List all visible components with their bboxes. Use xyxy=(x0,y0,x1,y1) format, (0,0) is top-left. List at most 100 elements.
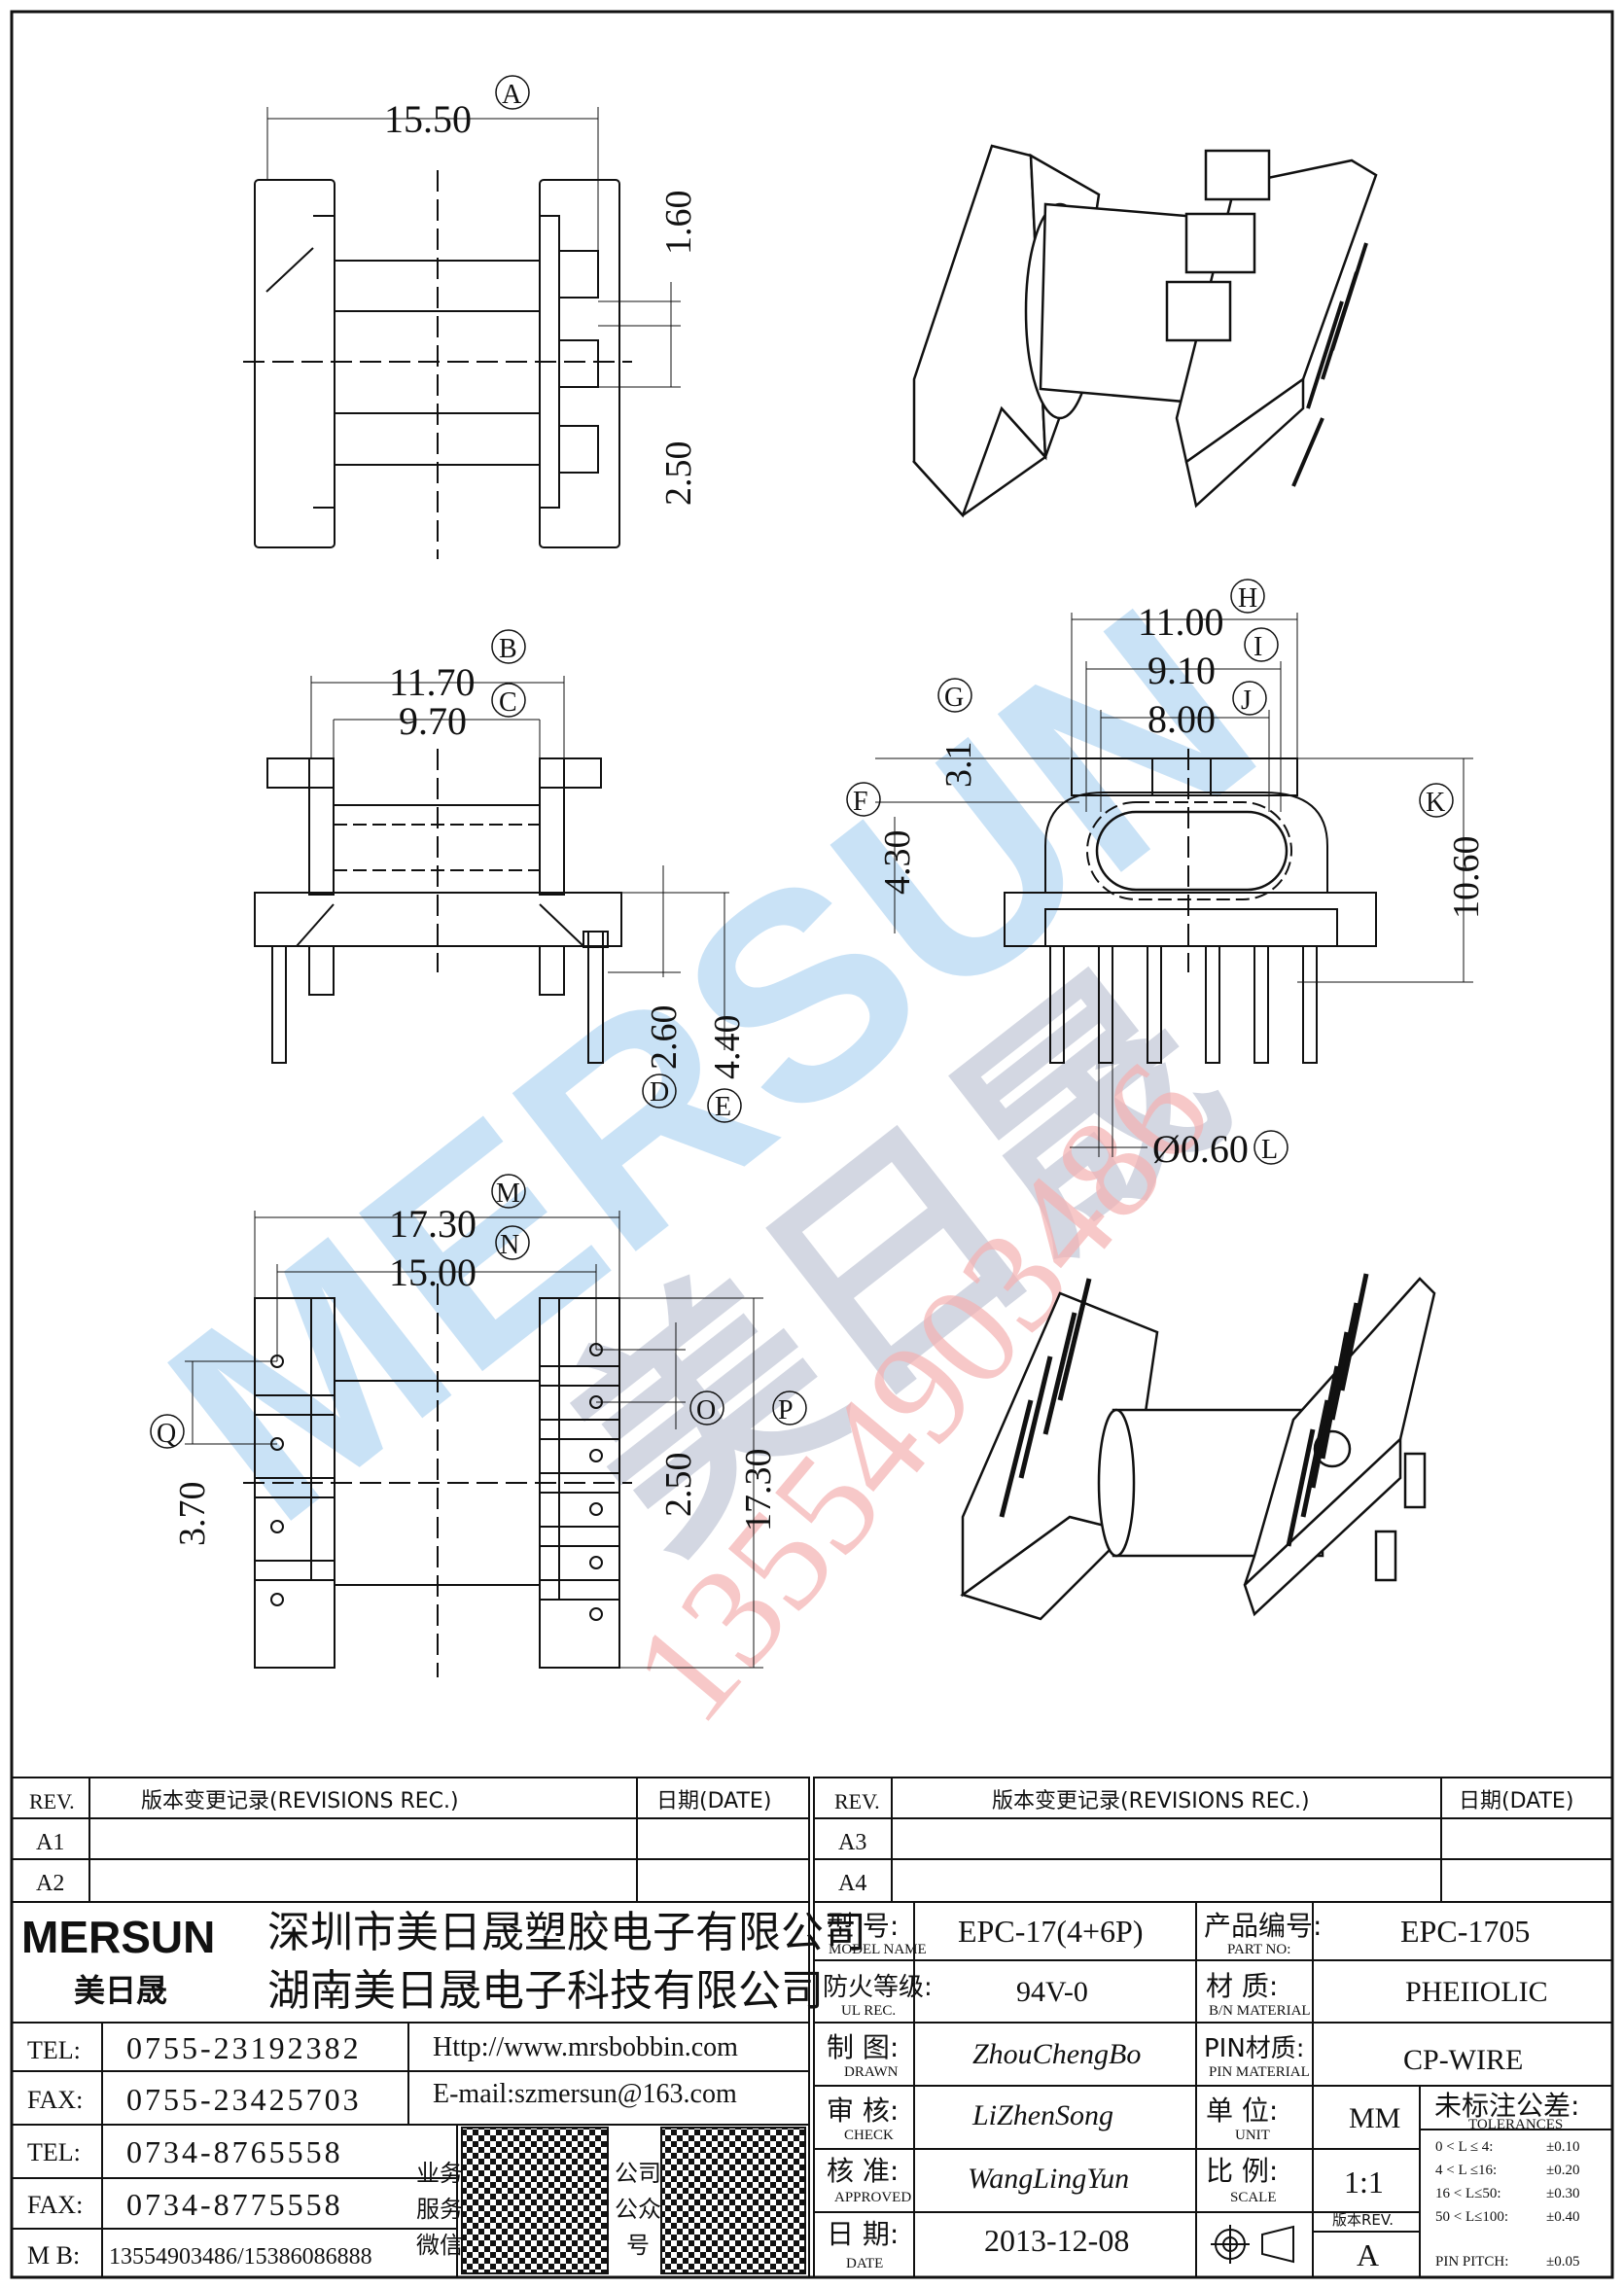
tol-range-0: 0 < L ≤ 4: xyxy=(1435,2139,1493,2155)
rev-left-header: REV. xyxy=(29,1789,75,1813)
dim-A-value: 15.50 xyxy=(384,97,472,141)
version-label: 版本REV. xyxy=(1332,2211,1394,2229)
check-value: LiZhenSong xyxy=(971,2099,1113,2131)
dim-A-label: A xyxy=(502,80,522,110)
dim-B-label: B xyxy=(499,634,517,664)
dim-Q-value: 3.70 xyxy=(172,1482,213,1547)
contact-label-2: TEL: xyxy=(27,2138,81,2166)
dim-J-value: 8.00 xyxy=(1147,697,1216,741)
qr1-label-1: 服务 xyxy=(416,2196,463,2223)
dim-N-label: N xyxy=(500,1230,519,1260)
contact-value-1: 0755-23425703 xyxy=(126,2082,362,2117)
dim-G-label: G xyxy=(944,683,964,713)
dim-C-label: C xyxy=(499,687,517,718)
website[interactable]: Http://www.mrsbobbin.com xyxy=(433,2032,738,2062)
iso-view-top xyxy=(912,144,1378,518)
qr2-label-1: 公众 xyxy=(615,2196,661,2223)
dim-L-value: Ø0.60 xyxy=(1152,1127,1249,1171)
tol-range-1: 4 < L ≤16: xyxy=(1435,2163,1497,2178)
rev-right-header: REV. xyxy=(834,1789,880,1813)
version-value: A xyxy=(1357,2237,1379,2272)
dim-Q-label: Q xyxy=(157,1419,176,1449)
unit-label: 单 位: xyxy=(1206,2094,1278,2127)
approved-value: WangLingYun xyxy=(968,2163,1129,2195)
dim-N-value: 15.00 xyxy=(389,1250,477,1294)
check-label-en: CHECK xyxy=(844,2128,894,2143)
rev-left-date-header: 日期(DATE) xyxy=(656,1789,771,1813)
company-logo-cn: 美日晟 xyxy=(74,1972,167,2009)
dim-F-label: F xyxy=(853,787,868,817)
qr2-label-0: 公司 xyxy=(615,2160,661,2187)
drawn-label: 制 图: xyxy=(827,2031,899,2063)
tol-range-3: 50 < L≤100: xyxy=(1435,2209,1508,2225)
company-name-2: 湖南美日晟电子科技有限公司 xyxy=(267,1966,824,2016)
model-label-en: MODEL NAME xyxy=(829,1942,927,1957)
tol-value-1: ±0.20 xyxy=(1546,2163,1579,2178)
official-account-qr-code[interactable] xyxy=(660,2127,806,2274)
part-no-label: 产品编号: xyxy=(1204,1910,1322,1942)
model-value: EPC-17(4+6P) xyxy=(958,1914,1144,1949)
ul-value: 94V-0 xyxy=(1016,1976,1088,2008)
date-label: 日 期: xyxy=(827,2218,899,2250)
dim-P-label: P xyxy=(778,1395,794,1426)
dim-pitch-2-50: 2.50 xyxy=(658,441,699,507)
scale-label-en: SCALE xyxy=(1230,2190,1277,2205)
scale-label: 比 例: xyxy=(1206,2155,1278,2187)
tol-range-2: 16 < L≤50: xyxy=(1435,2186,1501,2201)
front-view xyxy=(254,629,742,1123)
dim-L-label: L xyxy=(1261,1135,1278,1165)
date-value: 2013-12-08 xyxy=(984,2223,1129,2258)
contact-value-2: 0734-8765558 xyxy=(126,2134,343,2169)
scale-value: 1:1 xyxy=(1344,2165,1384,2200)
contact-label-0: TEL: xyxy=(27,2036,81,2064)
dim-M-value: 17.30 xyxy=(389,1202,477,1246)
tol-value-4: ±0.05 xyxy=(1546,2254,1579,2270)
contact-value-0: 0755-23192382 xyxy=(126,2030,362,2065)
ul-label-en: UL REC. xyxy=(841,2003,896,2019)
qr1-label-2: 微信 xyxy=(416,2232,463,2259)
rev-left-rec-header: 版本变更记录(REVISIONS REC.) xyxy=(141,1789,459,1813)
pin-material-label-en: PIN MATERIAL xyxy=(1209,2064,1310,2080)
dim-B-value: 11.70 xyxy=(389,660,476,704)
rev-right-rec-header: 版本变更记录(REVISIONS REC.) xyxy=(992,1789,1310,1813)
tolerance-label-en: TOLERANCES xyxy=(1468,2117,1563,2132)
date-label-en: DATE xyxy=(846,2256,883,2271)
model-label: 型 号: xyxy=(827,1910,899,1942)
pin-material-value: CP-WIRE xyxy=(1403,2044,1523,2076)
tol-value-3: ±0.40 xyxy=(1546,2209,1579,2225)
tol-value-2: ±0.30 xyxy=(1546,2186,1579,2201)
sheet-border xyxy=(10,10,1614,2279)
unit-label-en: UNIT xyxy=(1235,2128,1270,2143)
dim-D-label: D xyxy=(650,1077,669,1108)
side-view xyxy=(846,579,1473,1165)
tol-value-0: ±0.10 xyxy=(1546,2139,1579,2155)
drawn-value: ZhouChengBo xyxy=(972,2038,1141,2070)
rev-right-date-header: 日期(DATE) xyxy=(1459,1789,1573,1813)
part-no-value: EPC-1705 xyxy=(1400,1914,1530,1949)
dim-H-label: H xyxy=(1238,583,1257,614)
email[interactable]: E-mail:szmersun@163.com xyxy=(433,2079,737,2109)
dim-O-value: 2.50 xyxy=(658,1453,699,1518)
dim-I-label: I xyxy=(1253,632,1262,662)
approved-label-en: APPROVED xyxy=(834,2190,911,2205)
tol-range-4: PIN PITCH: xyxy=(1435,2254,1508,2270)
title-block xyxy=(11,1777,1613,2278)
qr2-label-2: 号 xyxy=(626,2232,650,2259)
unit-value: MM xyxy=(1349,2102,1400,2134)
projection-symbol-icon xyxy=(1211,2225,1294,2264)
dim-D-value: 2.60 xyxy=(644,1005,685,1071)
dim-O-label: O xyxy=(696,1395,716,1426)
dim-E-value: 4.40 xyxy=(707,1015,748,1080)
dim-I-value: 9.10 xyxy=(1147,649,1216,692)
material-value: PHEIIOLIC xyxy=(1405,1976,1548,2008)
top-view xyxy=(243,75,681,559)
contact-value-4: 13554903486/15386086888 xyxy=(109,2244,372,2270)
dim-K-value: 10.60 xyxy=(1446,836,1487,920)
contact-label-3: FAX: xyxy=(27,2191,83,2219)
dim-C-value: 9.70 xyxy=(399,699,467,743)
wechat-qr-code[interactable] xyxy=(461,2127,609,2274)
drawn-label-en: DRAWN xyxy=(844,2064,899,2080)
dim-M-label: M xyxy=(496,1179,520,1209)
qr1-label-0: 业务 xyxy=(416,2160,463,2187)
